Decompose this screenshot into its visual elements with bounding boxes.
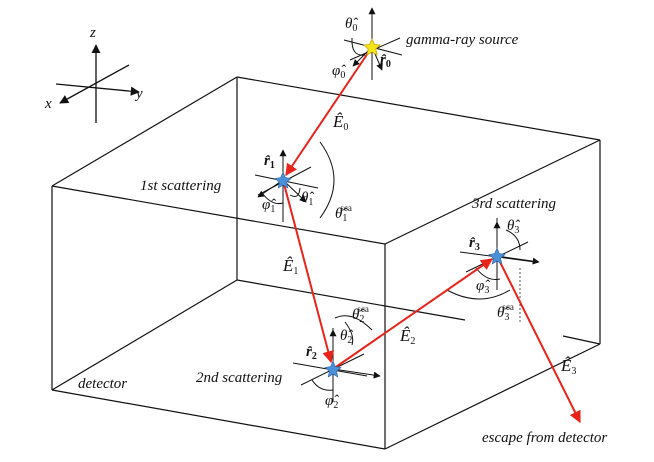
z-axis-label: z bbox=[90, 25, 96, 41]
E3-symbol: Ê3 bbox=[561, 356, 577, 377]
second-scatter-star bbox=[324, 360, 342, 378]
y-axis bbox=[55, 83, 140, 96]
phi3-symbol: φ̂3 bbox=[476, 278, 490, 296]
photon-path bbox=[282, 46, 581, 424]
ray-E3 bbox=[496, 255, 581, 424]
phi1-symbol: φ̂1 bbox=[262, 197, 276, 215]
source-label: gamma-ray source bbox=[406, 32, 519, 48]
E1-symbol: Ê1 bbox=[283, 256, 299, 277]
x-axis-label: x bbox=[45, 96, 52, 112]
E2-symbol: Ê2 bbox=[400, 326, 416, 347]
phi0-symbol: φ̂0 bbox=[332, 63, 346, 81]
theta0-symbol: θ̂0 bbox=[345, 16, 358, 34]
theta2sca-symbol: θ̂2sca bbox=[352, 304, 369, 325]
theta1-symbol: θ̂1 bbox=[301, 190, 314, 208]
second-scattering-label: 2nd scattering bbox=[196, 370, 283, 386]
ray-E0 bbox=[285, 46, 373, 176]
theta3sca-symbol: θ̂3sca bbox=[497, 302, 514, 323]
third-scatter-star bbox=[488, 247, 506, 265]
coordinate-axes bbox=[55, 44, 140, 123]
source-star bbox=[363, 38, 381, 56]
ray-E2 bbox=[332, 258, 493, 370]
detector-label: detector bbox=[78, 376, 128, 392]
first-scatter-star bbox=[274, 171, 292, 189]
theta3-symbol: θ̂3 bbox=[507, 218, 520, 236]
r3-symbol: r̂3 bbox=[469, 235, 480, 253]
third-frame bbox=[446, 218, 540, 322]
ray-E1 bbox=[282, 179, 335, 364]
theta2-symbol: θ̂2 bbox=[340, 328, 353, 346]
theta1sca-symbol: θ̂1sca bbox=[335, 203, 352, 224]
phi2-symbol: φ̂2 bbox=[325, 393, 339, 411]
r1-symbol: r̂1 bbox=[264, 153, 275, 171]
third-scattering-label: 3rd scattering bbox=[472, 196, 557, 212]
E0-symbol: Ê0 bbox=[333, 112, 349, 133]
detector-box bbox=[51, 76, 601, 450]
r2-symbol: r̂2 bbox=[306, 344, 317, 362]
r0-symbol: r̂0 bbox=[380, 52, 391, 70]
x-axis bbox=[59, 64, 130, 104]
escape-label: escape from detector bbox=[482, 430, 608, 446]
y-axis-label: y bbox=[136, 86, 143, 102]
first-scattering-label: 1st scattering bbox=[140, 178, 222, 194]
